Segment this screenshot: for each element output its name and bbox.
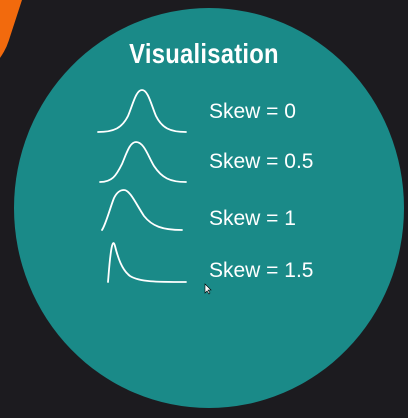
- highly-skewed-curve-icon: [107, 242, 187, 283]
- skew-label-1.5: Skew = 1.5: [209, 259, 314, 282]
- mouse-cursor-icon: [204, 283, 212, 295]
- slide-title: Visualisation: [129, 38, 279, 69]
- skewed-curve-icon: [101, 189, 183, 231]
- slightly-skewed-curve-icon: [99, 141, 187, 183]
- orange-accent-shape: [0, 0, 31, 98]
- skew-label-1: Skew = 1: [209, 207, 296, 230]
- symmetric-bell-curve-icon: [97, 89, 187, 133]
- teal-circle-background: [14, 8, 404, 408]
- skew-label-0: Skew = 0: [209, 100, 296, 123]
- skew-label-0.5: Skew = 0.5: [209, 150, 314, 173]
